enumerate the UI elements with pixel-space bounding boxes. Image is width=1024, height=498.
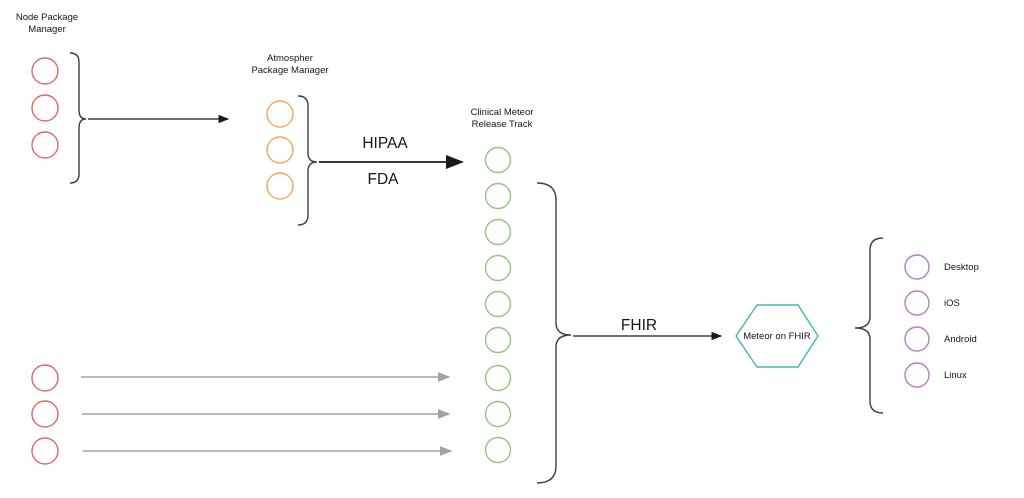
apm-brace [297, 95, 318, 226]
meteor-on-fhir-hexagon [735, 304, 819, 368]
cmrt-title-line2: Release Track [472, 119, 533, 130]
platform-circle-android [904, 326, 930, 352]
npm-package-circle [31, 94, 59, 122]
platform-label-linux: Linux [944, 370, 967, 381]
cmrt-release-circle [484, 400, 512, 428]
apm-title-line1: Atmospher [267, 53, 313, 64]
apm-package-circle [266, 136, 294, 164]
cmrt-release-circle [484, 326, 512, 354]
meteor-on-fhir-label: Meteor on FHIR [743, 331, 811, 342]
platform-label-android: Android [944, 334, 977, 345]
npm-brace [69, 52, 87, 184]
bypass-package-circle [31, 400, 59, 428]
cmrt-release-circle [484, 290, 512, 318]
platform-label-ios: iOS [944, 298, 960, 309]
cmrt-release-circle [484, 218, 512, 246]
bypass-package-circle [31, 364, 59, 392]
cmrt-brace [536, 182, 572, 484]
npm-title-line1: Node Package [16, 12, 78, 23]
cmrt-release-circle [484, 146, 512, 174]
hipaa-label: HIPAA [362, 135, 408, 152]
npm-package-circle [31, 57, 59, 85]
platform-circle-linux [904, 362, 930, 388]
npm-package-circle [31, 131, 59, 159]
apm-title-line2: Package Manager [251, 65, 328, 76]
fhir-label: FHIR [621, 317, 657, 334]
cmrt-title-line1: Clinical Meteor [471, 107, 534, 118]
platform-label-desktop: Desktop [944, 262, 979, 273]
fda-label: FDA [368, 171, 400, 188]
platform-circle-ios [904, 290, 930, 316]
cmrt-release-circle [484, 364, 512, 392]
platform-circle-desktop [904, 254, 930, 280]
npm-title-line2: Manager [28, 24, 66, 35]
apm-package-circle [266, 100, 294, 128]
platforms-brace [854, 237, 884, 414]
bypass-package-circle [31, 437, 59, 465]
cmrt-release-circle [484, 254, 512, 282]
cmrt-release-circle [484, 182, 512, 210]
cmrt-release-circle [484, 436, 512, 464]
apm-package-circle [266, 172, 294, 200]
